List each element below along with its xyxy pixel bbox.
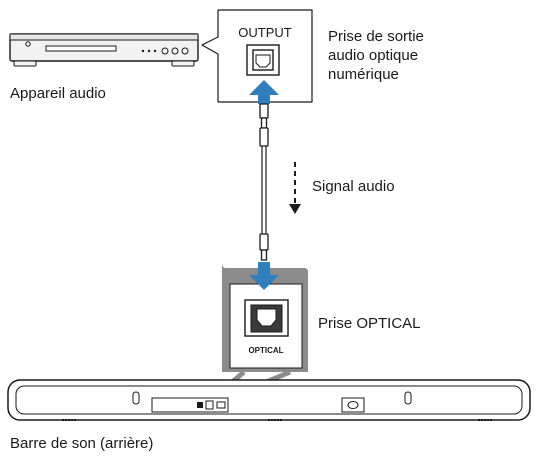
audio-device-illustration: [9, 33, 199, 67]
digital-output-label-line1: Prise de sortie: [328, 28, 424, 45]
soundbar-illustration: [7, 379, 531, 421]
signal-direction-icon: [289, 162, 301, 214]
audio-device-label: Appareil audio: [10, 85, 106, 102]
digital-output-label-line3: numérique: [328, 66, 399, 83]
up-arrow-icon: [249, 80, 279, 104]
soundbar-rear-label: Barre de son (arrière): [10, 435, 154, 452]
optical-jack-label: Prise OPTICAL: [318, 315, 421, 332]
optical-cable: [259, 103, 269, 261]
optical-small-label: OPTICAL: [248, 346, 283, 355]
down-arrow-icon: [249, 262, 279, 290]
optical-jack-panel: [222, 263, 308, 372]
output-callout: [201, 9, 313, 103]
output-port-label: OUTPUT: [238, 25, 292, 40]
signal-label: Signal audio: [312, 178, 395, 195]
digital-output-label-line2: audio optique: [328, 47, 419, 64]
